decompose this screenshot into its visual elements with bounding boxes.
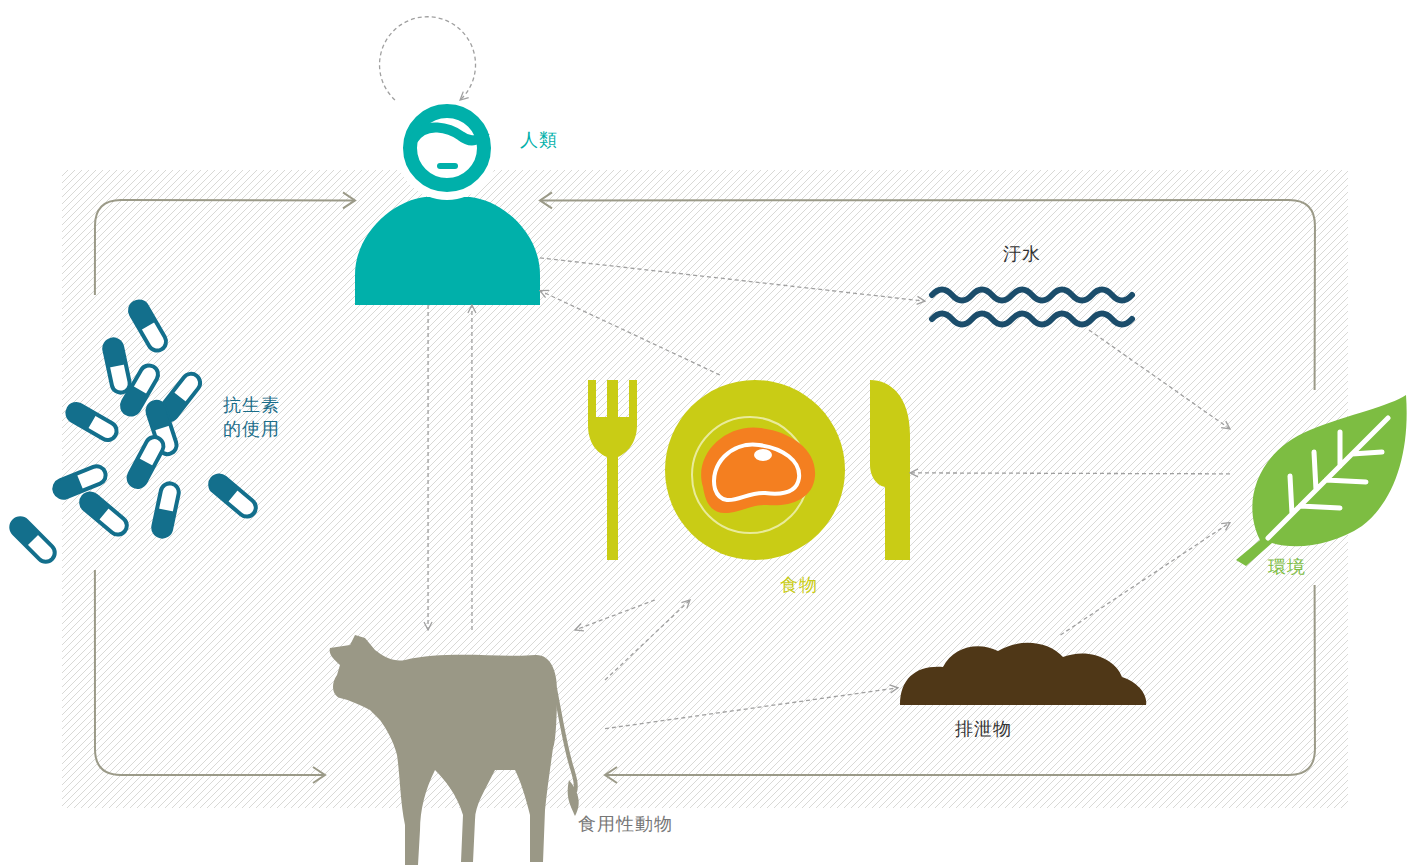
dashed-arrow xyxy=(427,305,428,630)
wave-line xyxy=(932,290,1132,301)
sewage-node: 汙水 xyxy=(925,240,1130,330)
plate xyxy=(665,380,845,560)
solid-arrow xyxy=(95,200,355,295)
knife xyxy=(870,380,910,560)
dashed-arrow xyxy=(471,305,472,630)
capsule xyxy=(207,472,260,520)
person-body xyxy=(355,197,540,305)
dashed-arrow xyxy=(540,291,720,375)
steak-fat xyxy=(714,445,799,501)
solid-arrow xyxy=(605,585,1315,775)
capsule xyxy=(125,434,166,490)
leaf-icon xyxy=(1236,395,1407,566)
sewage-icon xyxy=(932,290,1132,325)
manure-icon xyxy=(900,643,1146,705)
person-hair xyxy=(413,127,485,140)
leaf-vein xyxy=(1268,418,1388,538)
solid-arrow xyxy=(540,200,1315,390)
node-label: 食用性動物 xyxy=(578,812,673,836)
dashed-arrow xyxy=(1061,523,1231,635)
leaf xyxy=(1236,395,1407,566)
human-node: 人類 xyxy=(355,100,540,305)
person-icon xyxy=(355,96,540,305)
capsule xyxy=(152,482,181,539)
node-label: 汙水 xyxy=(1003,242,1041,266)
steak-bone xyxy=(754,449,772,461)
dashed-arrow xyxy=(910,472,1230,474)
steak xyxy=(701,427,815,513)
person-mouth xyxy=(440,163,455,169)
pills-icon xyxy=(8,298,260,565)
dashed-arrow xyxy=(380,17,476,100)
dashed-arrow xyxy=(1089,330,1230,429)
node-label: 排泄物 xyxy=(955,717,1012,741)
capsule xyxy=(127,298,170,354)
capsule xyxy=(78,490,131,538)
environment-node: 環境 xyxy=(1230,390,1410,585)
person-head xyxy=(410,111,484,185)
antibiotics-node: 抗生素的使用 xyxy=(5,295,295,570)
node-label: 食物 xyxy=(780,573,818,597)
cow-tail-tuft xyxy=(568,780,579,816)
manure-mound xyxy=(900,643,1146,705)
node-label: 環境 xyxy=(1268,555,1306,579)
food-node: 食物 xyxy=(585,375,910,600)
animal-node: 食用性動物 xyxy=(325,630,605,865)
wave-line xyxy=(932,314,1132,325)
excrement-node: 排泄物 xyxy=(898,635,1148,745)
capsule xyxy=(52,464,109,501)
capsule xyxy=(8,515,59,566)
cow-tail xyxy=(555,688,576,792)
hatched-background xyxy=(62,170,1348,808)
dashed-arrow xyxy=(605,688,898,729)
capsule xyxy=(103,338,132,395)
solid-arrow xyxy=(95,570,325,775)
capsule xyxy=(64,401,120,444)
cow-silhouette xyxy=(330,635,557,865)
dashed-arrow xyxy=(575,600,655,630)
neck-gap xyxy=(395,96,499,200)
fork xyxy=(588,380,637,560)
cow-icon xyxy=(330,635,579,865)
dashed-arrow xyxy=(605,600,690,680)
node-label: 抗生素的使用 xyxy=(223,393,283,442)
dashed-arrow xyxy=(540,258,925,301)
node-label: 人類 xyxy=(520,128,558,152)
food-icon xyxy=(588,380,910,560)
